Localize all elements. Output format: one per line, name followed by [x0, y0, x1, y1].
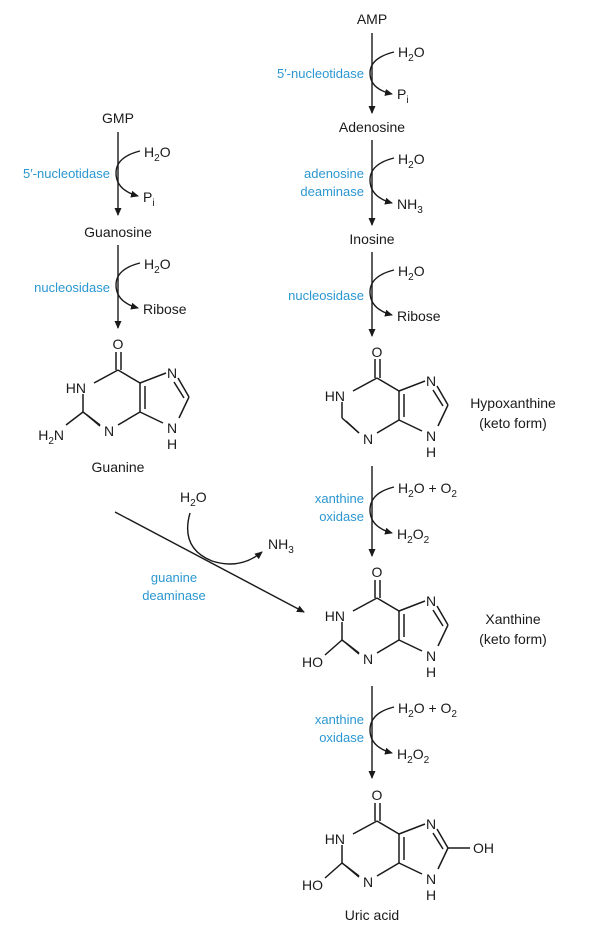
- peroxide-label: H2O2: [397, 746, 430, 766]
- phosphate-label: Pi: [397, 86, 409, 106]
- step-hypoxanthine-xanthine: H2O + O2 H2O2 xanthine oxidase: [315, 466, 457, 557]
- nitrogen-atom: N: [363, 874, 373, 890]
- nitrogen-atom: N: [363, 431, 373, 447]
- hn-atom: HN: [66, 380, 86, 396]
- nitrogen-atom: N: [167, 420, 177, 436]
- side-arrow: [369, 269, 395, 317]
- step-guanine-xanthine: H2O NH3 guanine deaminase: [114, 489, 305, 613]
- nitrogen-atom: N: [426, 648, 436, 664]
- water-label: H2O: [398, 44, 425, 64]
- uric-acid-label: Uric acid: [345, 907, 399, 923]
- hypoxanthine-structure: O HN N N N H: [325, 344, 449, 460]
- side-arrow: [369, 157, 395, 205]
- xanthine-form-label: (keto form): [479, 631, 547, 647]
- nitrogen-atom: N: [363, 651, 373, 667]
- step-gmp-guanosine: H2O Pi 5′-nucleotidase: [23, 132, 171, 216]
- step-amp-adenosine: H2O Pi 5′-nucleotidase: [277, 33, 425, 114]
- nitrogen-atom: N: [426, 871, 436, 887]
- water-label: H2O: [144, 144, 171, 164]
- ribose-label: Ribose: [143, 301, 187, 317]
- side-arrow: [115, 262, 141, 310]
- guanine-deaminase-line2: deaminase: [142, 588, 206, 603]
- xanthine-oxidase-line2: oxidase: [319, 509, 364, 524]
- step-adenosine-inosine: H2O NH3 adenosine deaminase: [300, 140, 425, 226]
- nucleotidase-enzyme-left: 5′-nucleotidase: [23, 166, 110, 181]
- water-label: H2O: [398, 263, 425, 283]
- step-inosine-hypoxanthine: H2O Ribose nucleosidase: [288, 252, 441, 337]
- hydroxyl-group: HO: [302, 654, 323, 670]
- guanine-deaminase-line1: guanine: [151, 570, 197, 585]
- nitrogen-atom: N: [426, 816, 436, 832]
- peroxide-label: H2O2: [397, 526, 430, 546]
- water-oxygen-label: H2O + O2: [398, 480, 457, 500]
- guanine-label: Guanine: [92, 459, 145, 475]
- water-label: H2O: [144, 256, 171, 276]
- hydrogen-atom: H: [426, 444, 436, 460]
- uric-acid-structure: O HN N HO N N H OH: [302, 787, 494, 903]
- xanthine-oxidase-line2: oxidase: [319, 730, 364, 745]
- step-xanthine-uric-acid: H2O + O2 H2O2 xanthine oxidase: [315, 686, 457, 779]
- reaction-arrow: [114, 511, 305, 613]
- xanthine-structure: O HN N HO N N H: [302, 564, 449, 680]
- ribose-label: Ribose: [397, 308, 441, 324]
- oxygen-atom: O: [113, 336, 124, 352]
- hn-atom: HN: [325, 831, 345, 847]
- hydroxyl-group: HO: [302, 877, 323, 893]
- side-arrow: [369, 486, 395, 535]
- hypoxanthine-label: Hypoxanthine: [470, 395, 556, 411]
- nitrogen-atom: N: [104, 423, 114, 439]
- phosphate-label: Pi: [143, 189, 155, 209]
- nitrogen-atom: N: [426, 593, 436, 609]
- guanosine-label: Guanosine: [84, 224, 152, 240]
- guanine-structure: O HN N H2N N N H: [38, 336, 190, 452]
- nitrogen-atom: N: [167, 365, 177, 381]
- hn-atom: HN: [325, 388, 345, 404]
- nucleotidase-enzyme-right: 5′-nucleotidase: [277, 66, 364, 81]
- water-label: H2O: [180, 489, 207, 509]
- side-arrow: [186, 512, 263, 565]
- side-arrow: [369, 706, 395, 755]
- nitrogen-atom: N: [426, 373, 436, 389]
- amp-label: AMP: [357, 11, 387, 27]
- hydrogen-atom: H: [426, 664, 436, 680]
- nucleosidase-enzyme-right: nucleosidase: [288, 288, 364, 303]
- hydroxyl-group: OH: [473, 840, 494, 856]
- adenosine-deaminase-line1: adenosine: [304, 166, 364, 181]
- hydrogen-atom: H: [167, 436, 177, 452]
- xanthine-oxidase-line1: xanthine: [315, 491, 364, 506]
- oxygen-atom: O: [372, 787, 383, 803]
- oxygen-atom: O: [372, 564, 383, 580]
- side-arrow: [369, 51, 395, 96]
- hn-atom: HN: [325, 608, 345, 624]
- nucleosidase-enzyme-left: nucleosidase: [34, 280, 110, 295]
- inosine-label: Inosine: [349, 231, 394, 247]
- side-arrow: [115, 150, 141, 198]
- adenosine-label: Adenosine: [339, 119, 405, 135]
- water-oxygen-label: H2O + O2: [398, 700, 457, 720]
- hydrogen-atom: H: [426, 887, 436, 903]
- ammonia-label: NH3: [397, 196, 423, 216]
- hypoxanthine-form-label: (keto form): [479, 415, 547, 431]
- nitrogen-atom: N: [426, 428, 436, 444]
- xanthine-oxidase-line1: xanthine: [315, 712, 364, 727]
- oxygen-atom: O: [372, 344, 383, 360]
- adenosine-deaminase-line2: deaminase: [300, 184, 364, 199]
- ammonia-label: NH3: [268, 536, 294, 556]
- xanthine-label: Xanthine: [485, 611, 540, 627]
- amino-group: H2N: [38, 427, 64, 447]
- gmp-label: GMP: [102, 110, 134, 126]
- step-guanosine-guanine: H2O Ribose nucleosidase: [34, 245, 187, 329]
- water-label: H2O: [398, 151, 425, 171]
